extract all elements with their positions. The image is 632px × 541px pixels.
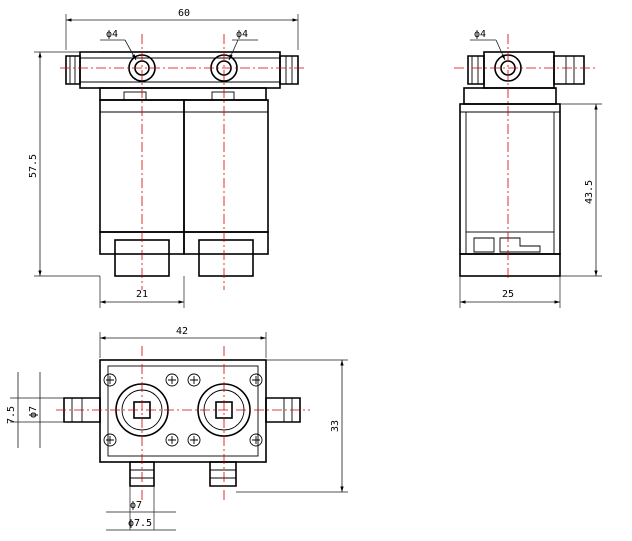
dim-front-height: 57.5 (28, 154, 39, 178)
dim-side-height: 43.5 (584, 180, 595, 204)
dim-front-pitch: 21 (136, 289, 148, 300)
front-view (60, 34, 304, 290)
dim-top-port-outer: 7.5 (6, 406, 17, 424)
dim-side-port: ϕ4 (474, 29, 486, 40)
top-view (56, 346, 310, 500)
front-foot-right (198, 239, 254, 277)
dim-top-height: 33 (330, 420, 341, 432)
dim-front-port-right: ϕ4 (236, 29, 248, 40)
dim-front-width: 60 (178, 8, 190, 19)
front-left-fitting (65, 55, 81, 85)
front-manifold (79, 51, 281, 89)
front-right-fitting (279, 55, 299, 85)
top-right-fitting (265, 397, 301, 423)
side-base (459, 253, 561, 277)
side-dimensions: 43.5 25 ϕ4 (459, 29, 602, 308)
dim-top-width: 42 (176, 326, 188, 337)
top-body (99, 359, 267, 463)
dim-side-width: 25 (502, 289, 514, 300)
top-screws (103, 373, 263, 447)
dim-bottom-port-outer: ϕ7.5 (128, 518, 152, 529)
dim-front-port-left: ϕ4 (106, 29, 118, 40)
top-dimensions: 42 33 7.5 ϕ7 ϕ7 ϕ7.5 (6, 326, 348, 531)
side-coil (459, 103, 561, 255)
dim-top-port-inner: ϕ7 (28, 406, 39, 418)
front-dimensions: 60 57.5 21 ϕ4 ϕ4 (28, 8, 299, 308)
front-coil-right (183, 99, 269, 233)
side-view (454, 34, 596, 280)
top-left-fitting (63, 397, 101, 423)
dim-bottom-port-inner: ϕ7 (130, 500, 142, 511)
top-bottom-fitting-right (209, 461, 237, 487)
